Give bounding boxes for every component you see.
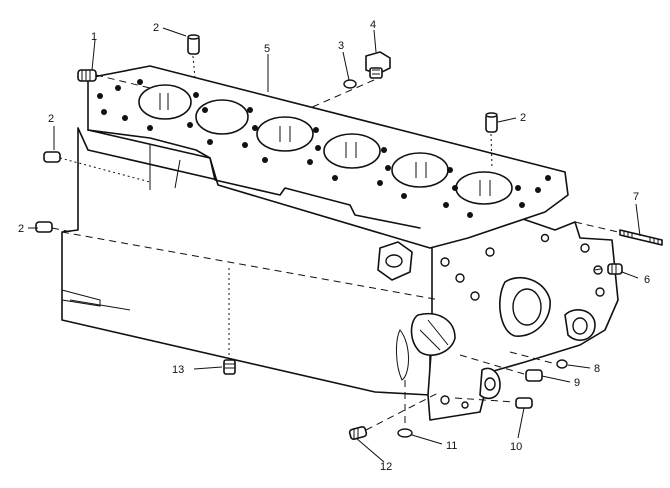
callout-6: 6 bbox=[644, 274, 650, 286]
callout-4: 4 bbox=[370, 19, 376, 31]
part-10-dowel bbox=[515, 397, 533, 409]
part-2-dowel-lower-left bbox=[35, 221, 53, 233]
callout-2-left: 2 bbox=[48, 113, 54, 125]
cylinder-block bbox=[61, 65, 619, 421]
part-1-plug bbox=[77, 69, 97, 82]
part-2-dowel-left bbox=[43, 151, 61, 163]
part-7-stud bbox=[619, 229, 663, 246]
callout-2-top: 2 bbox=[153, 22, 159, 34]
callout-12: 12 bbox=[380, 461, 392, 473]
callout-labels: 1 2 2 2 3 4 5 2 6 7 8 9 10 11 12 13 bbox=[18, 19, 650, 473]
part-2-dowel-top bbox=[187, 34, 200, 55]
callout-1: 1 bbox=[91, 31, 97, 43]
assembly-lines bbox=[51, 55, 619, 431]
callout-8: 8 bbox=[594, 363, 600, 375]
callout-13: 13 bbox=[172, 364, 184, 376]
callout-3: 3 bbox=[338, 40, 344, 52]
callout-7: 7 bbox=[633, 191, 639, 203]
part-3-washer bbox=[343, 79, 357, 89]
part-11-washer bbox=[397, 428, 413, 438]
part-8-plug bbox=[556, 359, 568, 369]
part-4-plug bbox=[365, 51, 391, 79]
part-9-plug bbox=[525, 369, 543, 382]
part-12-plug bbox=[348, 425, 368, 441]
part-13-plug bbox=[223, 359, 236, 375]
callout-2-lower-left: 2 bbox=[18, 223, 24, 235]
callout-10: 10 bbox=[510, 441, 522, 453]
cylinder-bores bbox=[138, 84, 513, 205]
part-6-plug bbox=[607, 263, 623, 275]
callout-2-right: 2 bbox=[520, 112, 526, 124]
callout-5: 5 bbox=[264, 43, 270, 55]
callout-11: 11 bbox=[446, 440, 457, 452]
callout-9: 9 bbox=[574, 377, 580, 389]
part-2-dowel-right bbox=[485, 112, 498, 133]
leader-lines bbox=[28, 27, 641, 463]
deck-holes bbox=[97, 79, 551, 218]
